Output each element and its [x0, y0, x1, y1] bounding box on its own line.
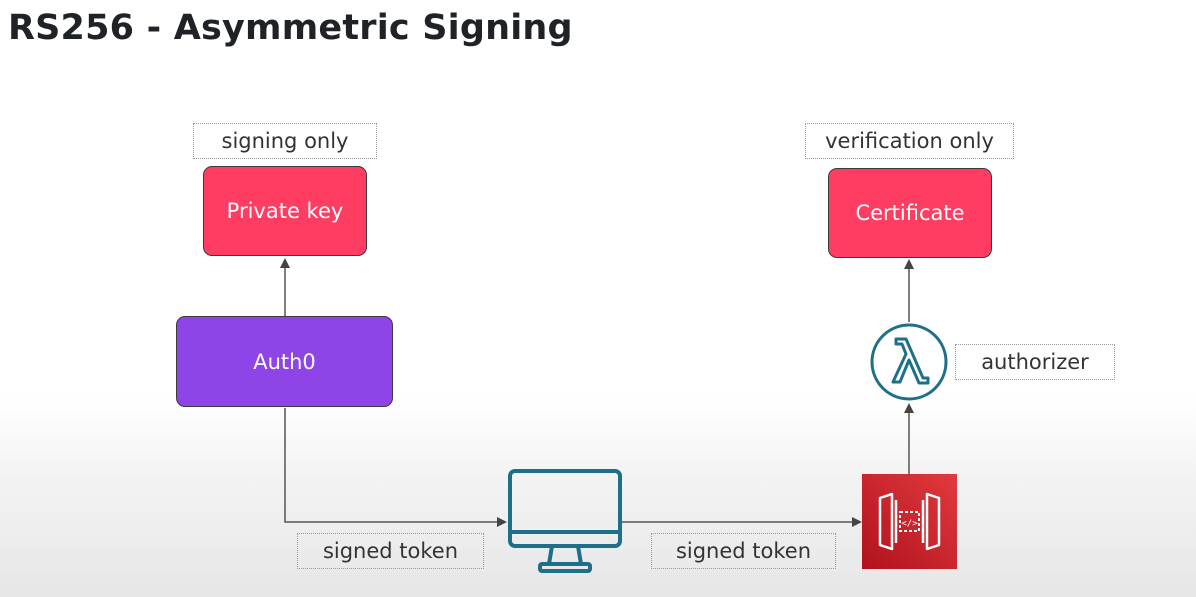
api-gateway-icon: </> — [862, 474, 957, 569]
private-key-box: Private key — [203, 166, 367, 256]
signing-only-tag: signing only — [193, 123, 377, 159]
signed-token-tag-left: signed token — [297, 533, 484, 569]
verification-only-tag: verification only — [805, 123, 1014, 159]
authorizer-tag: authorizer — [955, 344, 1115, 380]
signed-token-tag-right: signed token — [651, 533, 836, 569]
arrow-auth0-to-client — [284, 408, 507, 527]
svg-text:</>: </> — [901, 519, 918, 529]
lambda-icon — [870, 323, 948, 401]
page-title: RS256 - Asymmetric Signing — [8, 8, 573, 48]
computer-monitor-icon — [508, 469, 622, 573]
auth0-box: Auth0 — [176, 316, 393, 407]
certificate-box: Certificate — [828, 168, 992, 258]
